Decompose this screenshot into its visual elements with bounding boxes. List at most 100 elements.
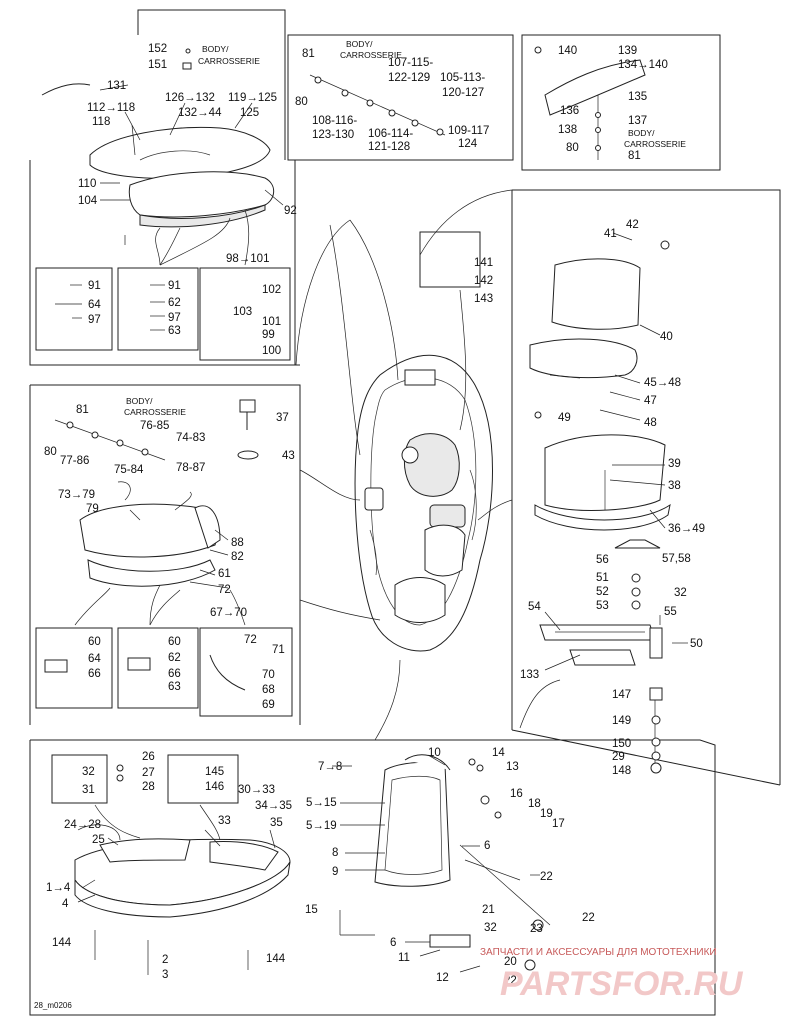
part-label-p48: 48: [644, 417, 657, 429]
part-label-p64a: 64: [88, 299, 101, 311]
part-label-p24-28: 24→28: [64, 819, 101, 831]
part-label-p66a: 66: [88, 668, 101, 680]
part-label-body-c: BODY/: [628, 128, 655, 138]
part-label-p21: 21: [482, 904, 495, 916]
part-label-p41: 41: [604, 228, 617, 240]
part-label-p91b: 91: [168, 280, 181, 292]
part-label-p22a: 22: [540, 871, 553, 883]
part-label-p32a: 32: [674, 587, 687, 599]
part-label-p62b: 62: [168, 652, 181, 664]
part-label-p97b: 97: [168, 312, 181, 324]
part-label-p141: 141: [474, 257, 493, 269]
part-label-p81c: 81: [628, 150, 641, 162]
part-label-p66b: 66: [168, 668, 181, 680]
part-label-p82: 82: [231, 551, 244, 563]
front-seat-leaders: [74, 481, 246, 626]
lid-leaders: [332, 754, 540, 973]
part-label-p33: 33: [218, 815, 231, 827]
part-label-p42: 42: [626, 219, 639, 231]
part-label-p6a: 6: [484, 840, 490, 852]
part-label-p137: 137: [628, 115, 647, 127]
part-label-p23: 23: [530, 923, 543, 935]
part-label-body-d: BODY/: [126, 396, 153, 406]
part-label-p107-115: 107-115-: [388, 57, 433, 69]
part-label-p5-19: 5→19: [306, 820, 337, 832]
part-label-p51: 51: [596, 572, 609, 584]
part-label-p118: 118: [92, 116, 110, 128]
part-label-p50: 50: [690, 638, 703, 650]
part-label-p52: 52: [596, 586, 609, 598]
part-label-p3: 3: [162, 969, 168, 981]
part-label-p30-33: 30→33: [238, 784, 275, 796]
part-label-p35: 35: [270, 817, 283, 829]
part-label-p6b: 6: [390, 937, 396, 949]
part-label-p31: 31: [82, 784, 95, 796]
part-label-p122-129: 122-129: [388, 72, 430, 84]
part-label-p2: 2: [162, 954, 168, 966]
bench-leaders: [77, 804, 276, 903]
part-label-p135: 135: [628, 91, 647, 103]
part-label-p131: 131: [107, 80, 126, 92]
part-label-p140a: 140: [558, 45, 577, 57]
part-label-p80c: 80: [566, 142, 579, 154]
part-label-p106-114: 106-114-: [368, 128, 413, 140]
part-label-p63b: 63: [168, 681, 181, 693]
part-label-p8: 8: [332, 847, 338, 859]
part-label-p103: 103: [233, 306, 252, 318]
right-seat-leaders: [544, 232, 688, 671]
part-label-p132-44: 132→44: [178, 107, 222, 119]
rear-cover-assembly: [35, 48, 291, 361]
right-seat-assembly: [529, 240, 671, 774]
part-label-p26: 26: [142, 751, 155, 763]
part-label-p19: 19: [540, 808, 553, 820]
diagram-frames: [29, 9, 781, 1016]
part-label-p148: 148: [612, 765, 631, 777]
part-label-p60b: 60: [168, 636, 181, 648]
part-label-p29: 29: [612, 751, 625, 763]
part-label-p34-35: 34→35: [255, 800, 292, 812]
front-seat-assembly: [35, 399, 293, 717]
part-label-p97a: 97: [88, 314, 101, 326]
part-label-p100: 100: [262, 345, 281, 357]
drawing-code: 28_m0206: [34, 1001, 72, 1010]
part-label-p39: 39: [668, 458, 681, 470]
part-label-carr-d: CARROSSERIE: [124, 407, 186, 417]
part-label-p32b: 32: [82, 766, 95, 778]
part-label-p73-79: 73→79: [58, 489, 95, 501]
part-label-p102: 102: [262, 284, 281, 296]
part-label-body-b: BODY/: [346, 39, 373, 49]
part-label-p150: 150: [612, 738, 631, 750]
part-label-p9: 9: [332, 866, 338, 878]
part-label-p104: 104: [78, 195, 98, 207]
part-label-carr-a: CARROSSERIE: [198, 56, 260, 66]
part-label-p145: 145: [205, 766, 224, 778]
part-label-p125: 125: [240, 107, 259, 119]
part-label-p28a: 28: [142, 781, 155, 793]
part-label-p134-140: 134→140: [618, 59, 668, 71]
hull-body: [354, 354, 493, 652]
part-label-p12: 12: [436, 972, 449, 984]
storage-lid-assembly: [339, 754, 551, 971]
part-label-p143: 143: [474, 293, 493, 305]
part-label-p80b: 80: [44, 446, 57, 458]
part-label-p108-116: 108-116-: [312, 115, 357, 127]
part-label-p37: 37: [276, 412, 289, 424]
part-label-p151: 151: [148, 59, 167, 71]
part-label-p81a: 81: [302, 48, 315, 60]
part-label-p14: 14: [492, 747, 505, 759]
part-label-p72b: 72: [244, 634, 257, 646]
part-label-p22c: 22: [504, 975, 517, 987]
part-label-p55: 55: [664, 606, 677, 618]
part-label-p74-83: 74-83: [176, 432, 205, 444]
part-label-p27: 27: [142, 767, 155, 779]
part-label-p53: 53: [596, 600, 609, 612]
part-label-p71: 71: [272, 644, 285, 656]
part-label-p109-117: 109-117: [448, 125, 489, 137]
part-label-p25: 25: [92, 834, 105, 846]
part-label-p92: 92: [284, 205, 297, 217]
part-label-p63a: 63: [168, 325, 181, 337]
fastener-strip-top: [309, 74, 446, 136]
part-label-p77-86: 77-86: [60, 455, 89, 467]
bench-assembly: [51, 754, 291, 975]
part-label-p76-85: 76-85: [140, 420, 169, 432]
